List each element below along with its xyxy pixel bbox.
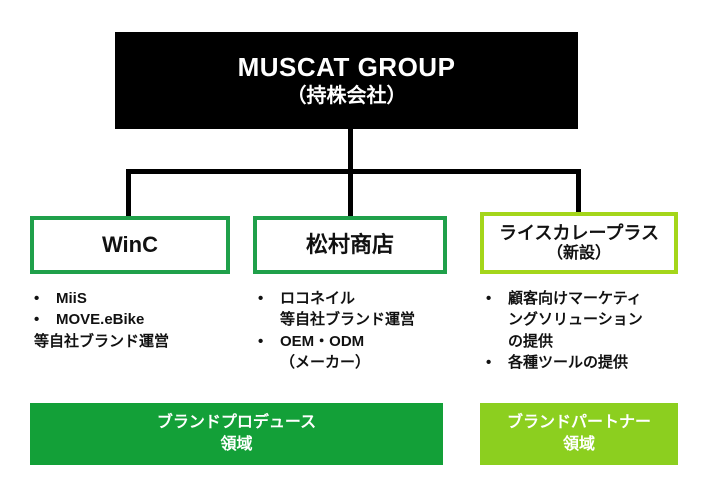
bullet-icon: • [486,290,492,307]
unit-name-ricecurry: ライスカレープラス [498,222,660,243]
list-item: • 顧客向けマーケティ [486,288,691,309]
bullet-icon: • [258,290,264,307]
list-item-label: 顧客向けマーケティ [508,290,642,307]
list-item-label: MOVE.eBike [56,311,145,329]
unit-subtitle-ricecurry: （新設） [546,245,611,263]
connector-drop-winc [126,169,131,217]
connector-drop-ricecurry [576,169,581,212]
domain-banner-line1: ブランドパートナー [506,414,651,432]
connector-horizontal-bar [126,169,581,174]
unit-box-matsumura: 松村商店 [253,216,447,274]
list-item-continuation: ングソリューション [508,311,643,329]
connector-stem [348,129,353,173]
list-item: • 各種ツールの提供 [486,352,691,373]
list-item-continuation: （メーカー） [280,353,371,371]
bullet-list-matsumura: • ロコネイル 等自社ブランド運営 • OEM・ODM （メーカー） [258,288,458,373]
root-company-box: MUSCAT GROUP （持株会社） [115,32,578,129]
list-item-continuation: の提供 [508,332,554,350]
list-item-label: ロコネイル [280,290,356,307]
domain-banner-line2: 領域 [220,436,253,453]
bullet-icon: • [258,332,264,350]
unit-name-winc: WinC [101,232,158,258]
bullet-list-winc: • MiiS • MOVE.eBike 等自社ブランド運営 [34,288,244,352]
domain-banner-line2: 領域 [562,436,595,453]
bullet-icon: • [34,311,40,329]
list-item: • MOVE.eBike [34,309,244,330]
connector-drop-matsumura [348,169,353,217]
domain-banner-brand-produce: ブランドプロデュース 領域 [30,403,443,465]
bullet-icon: • [486,353,492,371]
list-item-note: 等自社ブランド運営 [34,332,170,350]
list-item: • OEM・ODM [258,331,458,352]
list-item-label: MiiS [56,290,87,307]
root-company-subtitle: （持株会社） [286,85,407,108]
unit-name-matsumura: 松村商店 [305,232,394,258]
domain-banner-line1: ブランドプロデュース [156,414,317,432]
list-item-continuation: 等自社ブランド運営 [280,311,416,329]
domain-banner-brand-partner: ブランドパートナー 領域 [480,403,678,465]
bullet-list-ricecurry: • 顧客向けマーケティ ングソリューション の提供 • 各種ツールの提供 [486,288,691,373]
unit-box-ricecurry: ライスカレープラス （新設） [480,212,678,274]
list-item: • MiiS [34,288,244,309]
unit-box-winc: WinC [30,216,230,274]
list-item-label: OEM・ODM [280,332,365,350]
list-item-label: 各種ツールの提供 [508,353,629,371]
list-item: • ロコネイル [258,288,458,309]
root-company-title: MUSCAT GROUP [237,51,456,82]
bullet-icon: • [34,290,40,307]
